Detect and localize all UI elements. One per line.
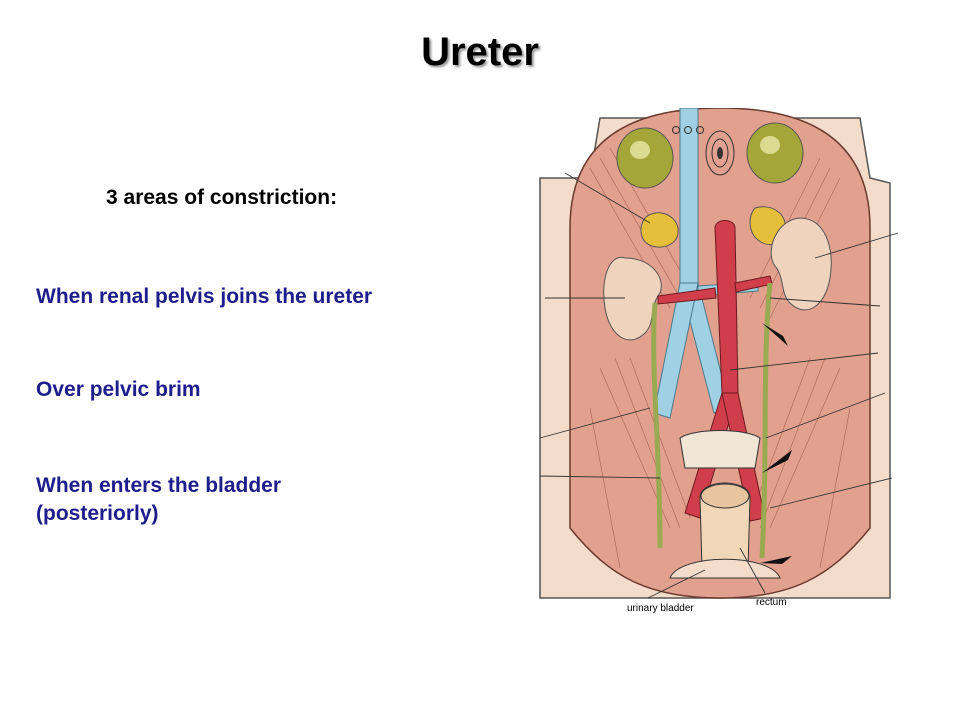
sacrum bbox=[679, 430, 761, 469]
muscle-fibers bbox=[589, 147, 851, 569]
point-renal-pelvis: When renal pelvis joins the ureter bbox=[36, 285, 373, 308]
point-bladder-entry: When enters the bladder (posteriorly) bbox=[36, 474, 282, 525]
right-kidney bbox=[770, 217, 832, 311]
right-ureter bbox=[759, 282, 773, 559]
vena-cava bbox=[679, 108, 699, 284]
right-organ bbox=[746, 122, 804, 184]
anatomy-svg bbox=[539, 108, 899, 599]
left-kidney bbox=[603, 256, 662, 341]
ureter-anatomy-illustration bbox=[530, 108, 910, 618]
constriction-heading: 3 areas of constriction: bbox=[106, 186, 338, 209]
label-lines bbox=[539, 172, 899, 599]
aorta bbox=[714, 220, 739, 394]
left-adrenal bbox=[640, 212, 679, 248]
slide-title: Ureter bbox=[421, 30, 539, 74]
constriction-arrows bbox=[760, 323, 792, 564]
left-organ bbox=[616, 127, 674, 189]
left-ureter bbox=[651, 302, 663, 549]
point-pelvic-brim: Over pelvic brim bbox=[36, 378, 201, 401]
label-rectum: rectum bbox=[756, 597, 787, 608]
label-urinary-bladder: urinary bladder bbox=[627, 603, 694, 614]
